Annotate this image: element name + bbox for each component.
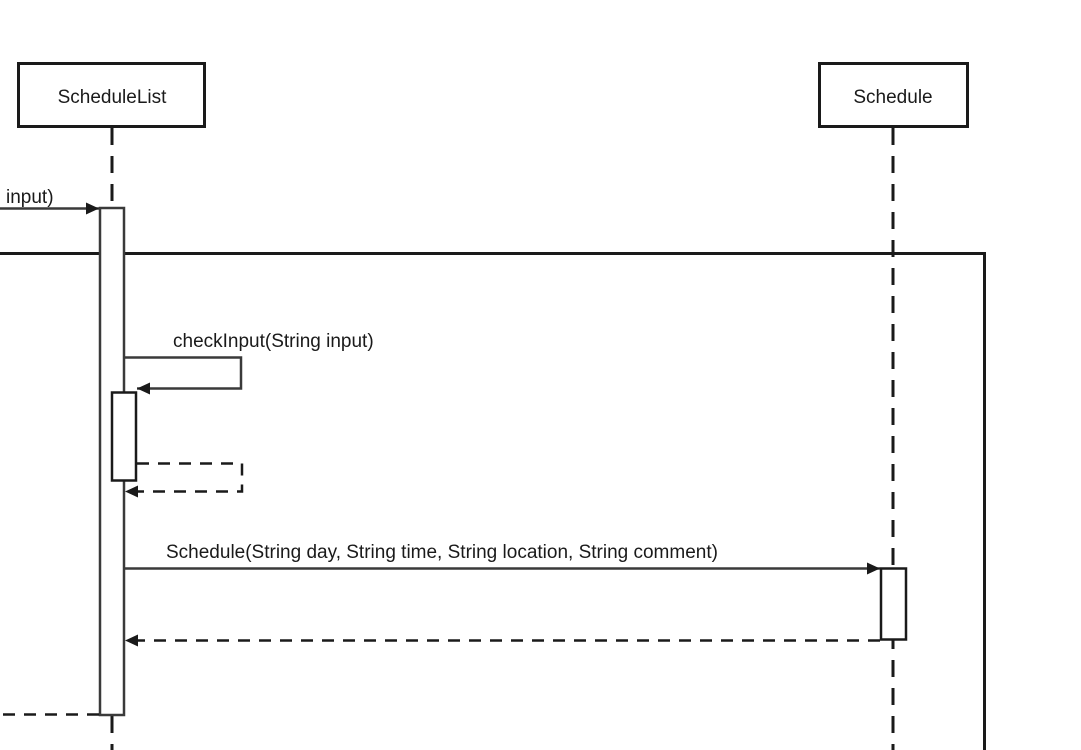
lifelines	[110, 128, 895, 750]
participant-schedule[interactable]: Schedule	[818, 62, 969, 128]
message-incoming-input[interactable]: input)	[0, 187, 99, 215]
participant-box-schedule[interactable]	[818, 62, 969, 128]
participant-label-schedule: Schedule	[853, 87, 932, 108]
interaction-frame	[0, 252, 986, 750]
activation-bar-schedulelist-nested[interactable]	[110, 391, 138, 482]
participant-schedulelist[interactable]: ScheduleList	[17, 62, 206, 128]
message-checkinput[interactable]: checkInput(String input)	[125, 331, 374, 395]
message-schedule-constructor[interactable]: Schedule(String day, String time, String…	[125, 542, 880, 575]
message-path-checkinput	[125, 356, 243, 395]
message-label-incoming-input: input)	[6, 187, 54, 208]
activation-bar-schedule-main[interactable]	[879, 567, 908, 641]
participant-box-schedulelist[interactable]	[17, 62, 206, 128]
message-label-schedule-constructor: Schedule(String day, String time, String…	[166, 542, 718, 563]
message-checkinput-return[interactable]	[125, 462, 244, 498]
participant-label-schedulelist: ScheduleList	[58, 87, 168, 108]
message-label-checkinput: checkInput(String input)	[173, 331, 374, 352]
message-path-checkinput-return	[125, 462, 244, 498]
